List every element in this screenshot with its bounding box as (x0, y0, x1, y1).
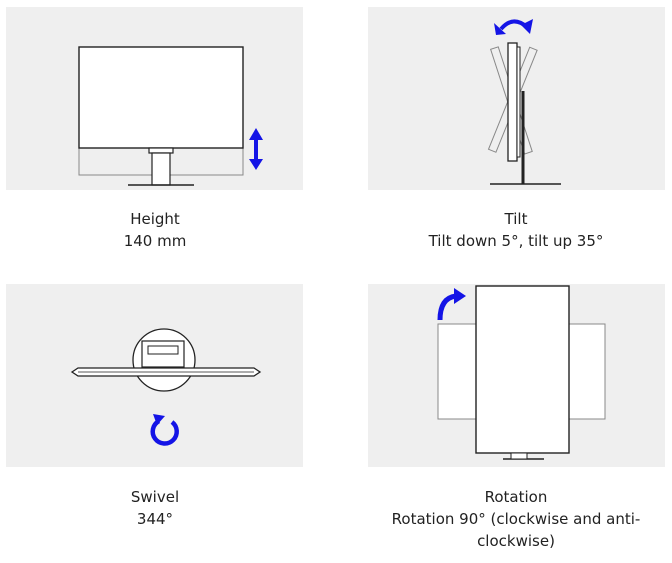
swivel-arrow-icon (150, 414, 179, 446)
stand-pole (151, 152, 171, 186)
monitor-side (507, 42, 518, 162)
rotation-value: Rotation 90° (clockwise and anti-clockwi… (391, 510, 641, 550)
tilt-caption: Tilt Tilt down 5°, tilt up 35° (356, 208, 672, 252)
monitor-portrait (475, 285, 570, 454)
swivel-title: Swivel (130, 488, 180, 506)
up-down-arrow-icon (249, 128, 263, 170)
rotation-title: Rotation (484, 488, 548, 506)
height-caption: Height 140 mm (0, 208, 315, 252)
monitor-back-panel (516, 46, 521, 158)
tilt-illustration (487, 19, 561, 185)
tilt-value: Tilt down 5°, tilt up 35° (428, 232, 604, 250)
stand-neck (510, 452, 528, 460)
monitor-front (78, 46, 244, 149)
tilt-arrow-icon (494, 19, 533, 35)
swivel-caption: Swivel 344° (0, 486, 315, 530)
height-illustration (78, 46, 263, 186)
swivel-illustration (70, 328, 262, 446)
height-title: Height (130, 210, 180, 228)
stand-neck (148, 147, 174, 154)
height-value: 140 mm (123, 232, 187, 250)
neck-clamp (147, 345, 179, 355)
swivel-panel (6, 284, 303, 467)
rotation-illustration (437, 285, 606, 460)
rotate-arrow-icon (437, 288, 466, 321)
tilt-title: Tilt (504, 210, 528, 228)
height-panel (6, 7, 303, 190)
rotation-caption: Rotation Rotation 90° (clockwise and ant… (356, 486, 672, 552)
rotation-panel (368, 284, 665, 467)
swivel-value: 344° (136, 510, 174, 528)
tilt-panel (368, 7, 665, 190)
